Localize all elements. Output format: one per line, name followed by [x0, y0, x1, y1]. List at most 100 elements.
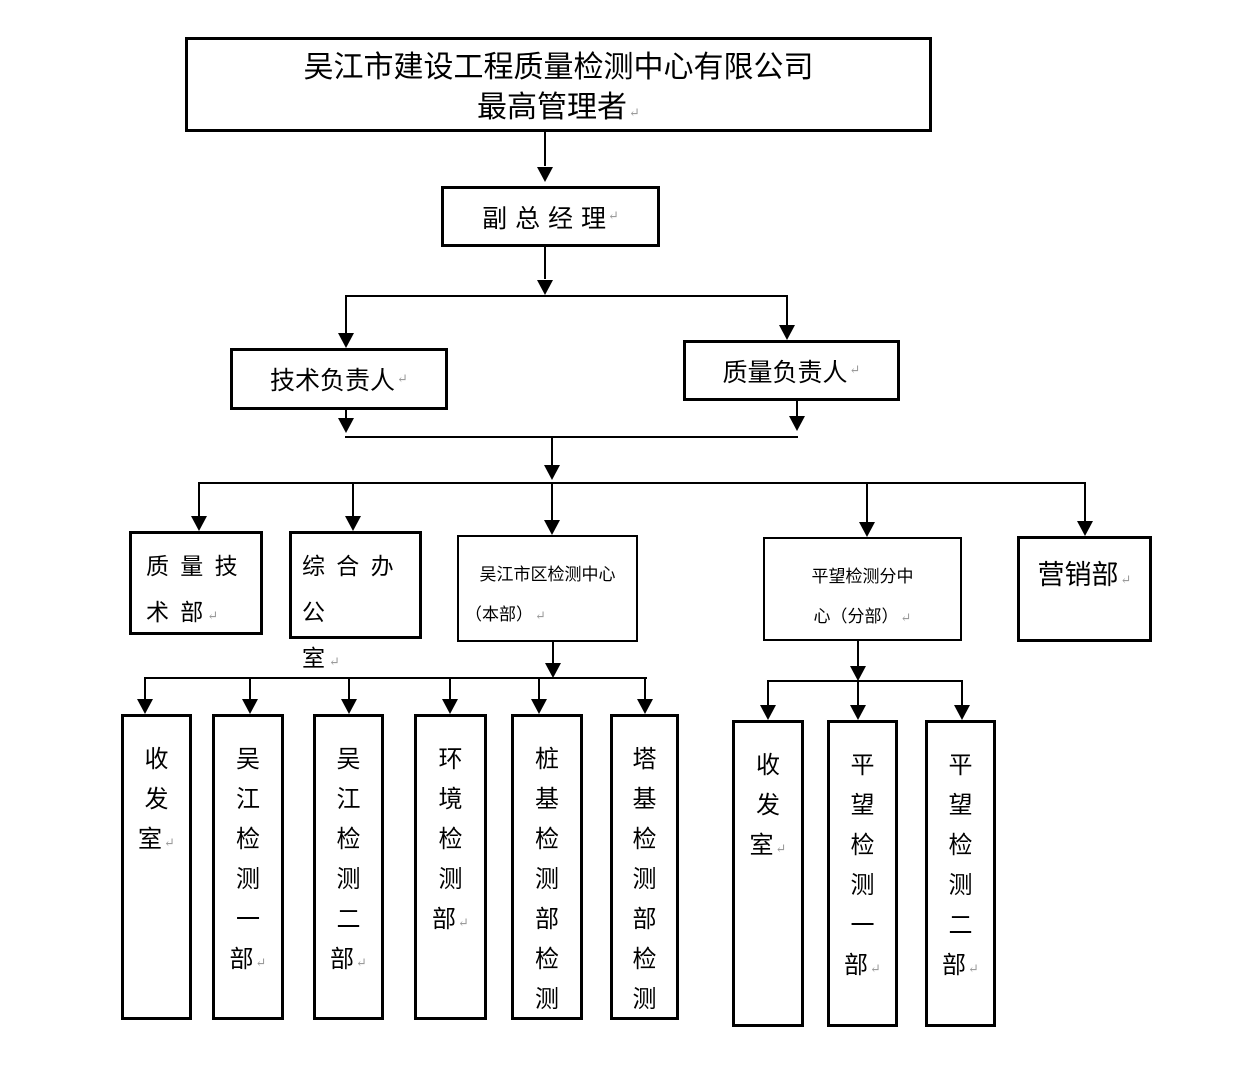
- connector-line: [198, 484, 200, 517]
- paragraph-mark-icon: ↵: [397, 371, 408, 387]
- arrow-head: [544, 520, 560, 535]
- pingwang-center-line2: 心（分部）: [813, 607, 899, 627]
- arrow-head: [789, 416, 805, 431]
- connector-line: [644, 679, 646, 700]
- box-pingwang-testing-dept-1: 平望检测一部↵: [827, 720, 898, 1027]
- connector-line: [352, 484, 354, 517]
- connector-line: [551, 438, 553, 465]
- unit-label-char: 测: [632, 985, 657, 1013]
- unit-label-char: 部: [632, 905, 657, 933]
- paragraph-mark-icon: ↵: [535, 609, 546, 624]
- unit-label-char: 桩: [535, 745, 559, 773]
- connector-line: [538, 679, 540, 700]
- unit-label-char: 测: [535, 985, 559, 1013]
- arrow-head: [137, 699, 153, 714]
- unit-label-char: 收: [144, 745, 169, 773]
- arrow-head: [637, 699, 653, 714]
- unit-label-char: 测: [850, 871, 875, 899]
- connector-line: [857, 641, 859, 667]
- arrow-head: [954, 705, 970, 720]
- paragraph-mark-icon: ↵: [849, 363, 861, 378]
- unit-label-char: 检: [535, 945, 559, 973]
- unit-label-char: 江: [336, 785, 361, 813]
- arrow-head: [545, 663, 561, 678]
- unit-label-char: 测: [336, 865, 361, 893]
- deputy-gm-label: 副 总 经 理: [482, 203, 606, 233]
- arrow-head: [859, 522, 875, 537]
- unit-label-char: 部↵: [330, 945, 367, 973]
- box-technical-leader: 技术负责人↵: [230, 348, 448, 410]
- box-wujiang-center: 吴江市区检测中心 （本部）↵: [457, 535, 638, 642]
- unit-label-char: 塔: [632, 745, 657, 773]
- connector-line: [767, 680, 963, 682]
- quality-tech-line1: 质 量 技: [146, 554, 240, 580]
- connector-line: [857, 682, 859, 706]
- connector-line: [249, 679, 251, 700]
- arrow-head: [850, 705, 866, 720]
- box-pile-foundation-testing-dept: 桩基检测部检测: [511, 714, 583, 1020]
- box-quality-tech-dept: 质 量 技 术 部↵: [129, 531, 263, 635]
- connector-line: [449, 679, 451, 700]
- marketing-label: 营销部: [1037, 560, 1119, 591]
- box-general-office: 综 合 办 公 室↵: [289, 531, 422, 672]
- unit-label-char: 测: [632, 865, 657, 893]
- arrow-head: [760, 705, 776, 720]
- box-pingwang-testing-dept-2: 平望检测二部↵: [925, 720, 996, 1027]
- wujiang-center-line2: （本部）: [465, 605, 533, 625]
- box-pingwang-mailroom: 收发室↵: [732, 720, 804, 1027]
- quality-tech-line2: 术 部: [146, 600, 206, 626]
- connector-line: [866, 484, 868, 523]
- connector-line: [1084, 484, 1086, 522]
- unit-label-char: 一: [236, 905, 260, 933]
- box-marketing-dept: 营销部↵: [1017, 536, 1152, 642]
- box-deputy-general-manager: 副 总 经 理↵: [441, 186, 660, 247]
- pingwang-center-line1: 平望检测分中: [811, 567, 914, 587]
- paragraph-mark-icon: ↵: [775, 842, 787, 857]
- connector-line: [144, 679, 146, 700]
- connector-line: [198, 482, 1086, 484]
- unit-label-char: 望: [850, 791, 875, 819]
- arrow-head: [779, 325, 795, 340]
- box-top-manager: 吴江市建设工程质量检测中心有限公司 最高管理者↵: [185, 37, 932, 132]
- unit-label-char: 检: [850, 831, 875, 859]
- unit-label-char: 测: [236, 865, 260, 893]
- box-tower-foundation-testing-dept: 塔基检测部检测: [610, 714, 679, 1020]
- paragraph-mark-icon: ↵: [164, 836, 175, 851]
- arrow-head: [341, 699, 357, 714]
- connector-line: [345, 436, 798, 438]
- paragraph-mark-icon: ↵: [207, 609, 221, 624]
- connector-line: [345, 410, 347, 419]
- unit-label-char: 部: [535, 905, 559, 933]
- connector-line: [544, 132, 546, 166]
- connector-line: [961, 682, 963, 706]
- unit-label-char: 吴: [336, 745, 361, 773]
- connector-line: [767, 682, 769, 706]
- unit-label-char: 二: [948, 911, 973, 939]
- paragraph-mark-icon: ↵: [255, 956, 267, 971]
- unit-label-char: 部↵: [432, 905, 469, 933]
- unit-label-char: 室↵: [749, 831, 787, 859]
- paragraph-mark-icon: ↵: [900, 611, 912, 626]
- arrow-head: [338, 333, 354, 348]
- wujiang-center-line1: 吴江市区检测中心: [479, 565, 616, 585]
- unit-label-char: 一: [850, 911, 875, 939]
- arrow-head: [537, 280, 553, 295]
- unit-label-char: 检: [632, 825, 657, 853]
- general-office-line2: 室: [302, 646, 327, 672]
- unit-label-char: 基: [535, 785, 559, 813]
- unit-label-char: 室↵: [138, 825, 175, 853]
- arrow-head: [345, 516, 361, 531]
- unit-label-char: 检: [438, 825, 463, 853]
- connector-line: [144, 677, 647, 679]
- paragraph-mark-icon: ↵: [1120, 573, 1132, 588]
- connector-line: [796, 401, 798, 416]
- arrow-head: [242, 699, 258, 714]
- paragraph-mark-icon: ↵: [458, 916, 469, 931]
- unit-label-char: 基: [632, 785, 657, 813]
- box-pingwang-center: 平望检测分中 心（分部）↵: [763, 537, 962, 641]
- arrow-head: [1077, 521, 1093, 536]
- connector-line: [786, 297, 788, 325]
- paragraph-mark-icon: ↵: [356, 956, 367, 971]
- connector-line: [345, 297, 347, 333]
- unit-label-char: 检: [948, 831, 973, 859]
